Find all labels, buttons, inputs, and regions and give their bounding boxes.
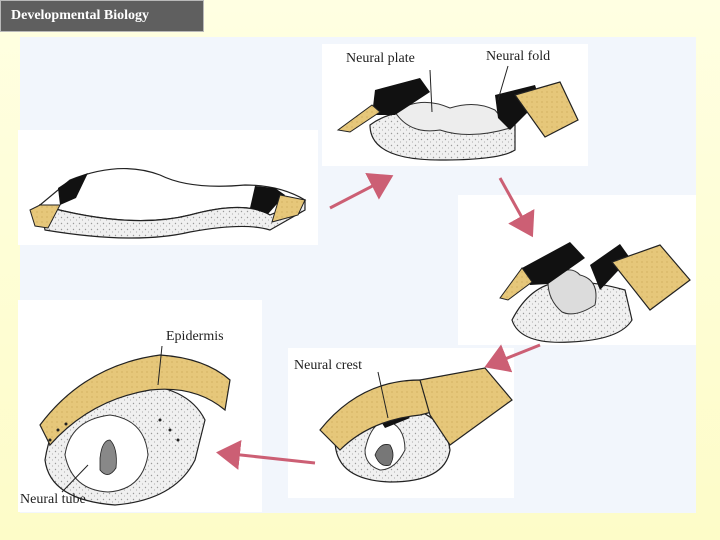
arrow-stage2-to-3	[498, 177, 535, 238]
stage3-folds-rising	[499, 242, 691, 343]
stage1-flat-plate	[29, 168, 307, 239]
label-neural-crest: Neural crest	[294, 358, 362, 373]
header-tab: Developmental Biology	[0, 0, 204, 32]
stage-arrows	[216, 172, 541, 470]
stage5-neural-tube	[39, 345, 231, 506]
label-neural-tube: Neural tube	[20, 492, 86, 507]
stage4-neural-crest	[319, 367, 513, 483]
arrow-stage1-to-2	[329, 172, 394, 210]
stage2-neural-plate	[336, 65, 579, 161]
arrow-stage3-to-4	[484, 343, 541, 373]
label-epidermis: Epidermis	[166, 329, 224, 344]
label-neural-plate: Neural plate	[346, 51, 415, 66]
arrow-stage4-to-5	[216, 440, 316, 470]
slide-title: Developmental Biology	[11, 8, 150, 23]
label-neural-fold: Neural fold	[486, 49, 550, 64]
